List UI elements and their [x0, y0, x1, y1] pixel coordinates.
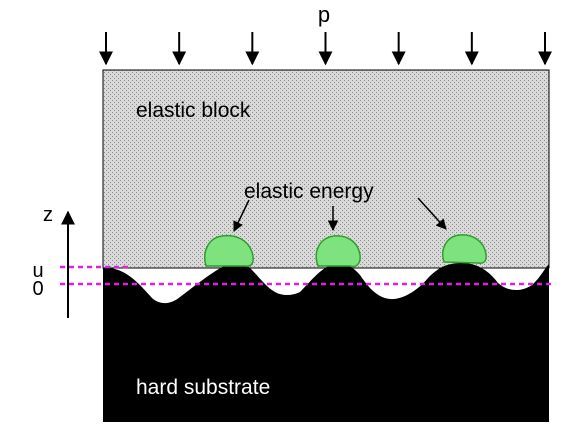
pressure-arrows: [99, 32, 552, 66]
zero-level-label: 0: [32, 278, 43, 300]
elastic-block-label: elastic block: [136, 99, 251, 122]
pressure-label: p: [318, 2, 330, 27]
elastic-energy-blob: [315, 235, 361, 268]
elastic-block: [102, 69, 550, 269]
z-axis-label: z: [43, 204, 53, 226]
hard-substrate-label: hard substrate: [136, 376, 270, 399]
energy-pointer-arrow: [417, 197, 447, 230]
elastic-energy-label: elastic energy: [244, 180, 374, 203]
elastic-energy-blob: [442, 234, 487, 264]
u-level-label: u: [32, 260, 43, 282]
elastic-energy-blob: [204, 234, 254, 267]
hard-substrate: [103, 262, 549, 422]
energy-pointer-arrow: [233, 199, 250, 232]
